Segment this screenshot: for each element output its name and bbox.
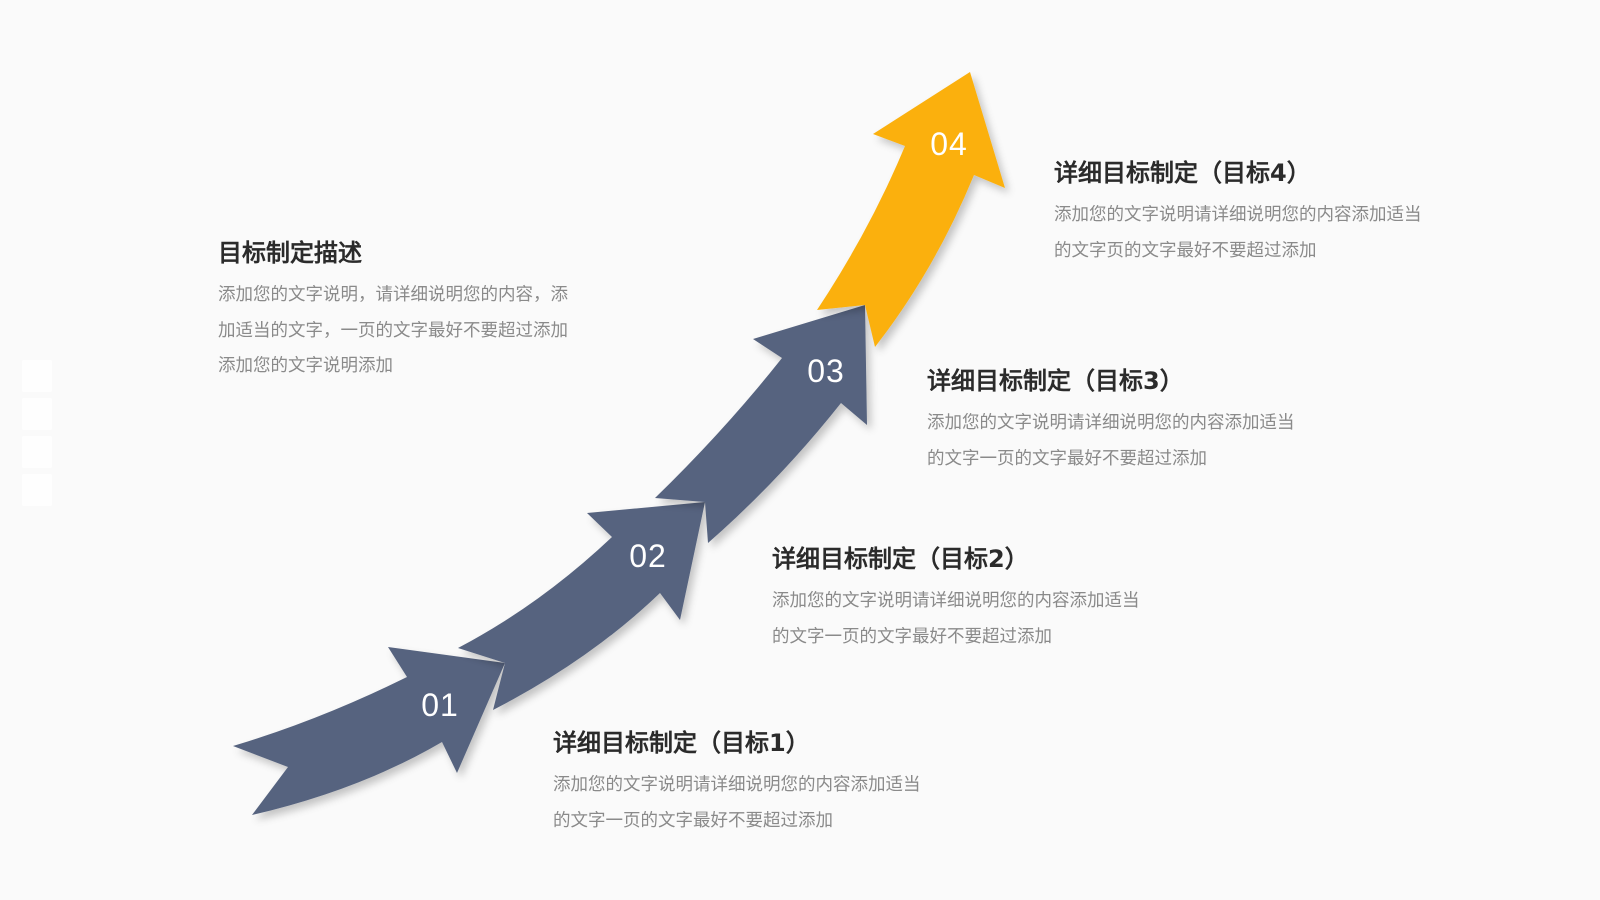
side-label-glyph [22, 398, 52, 430]
intro-line: 添加您的文字说明，请详细说明您的内容，添 [218, 285, 568, 305]
step-4-line: 添加您的文字说明请详细说明您的内容添加适当 [1054, 205, 1422, 225]
step-4-block: 详细目标制定（目标4） 添加您的文字说明请详细说明您的内容添加适当 的文字页的文… [1054, 156, 1422, 269]
step-3-line: 的文字一页的文字最好不要超过添加 [927, 448, 1207, 469]
step-2-block: 详细目标制定（目标2） 添加您的文字说明请详细说明您的内容添加适当 的文字一页的… [772, 542, 1140, 655]
side-label-glyph [22, 474, 52, 506]
step-number-3: 03 [807, 353, 845, 389]
step-3-title: 详细目标制定（目标3） [927, 367, 1184, 395]
step-number-2: 02 [629, 538, 667, 574]
step-2-line: 添加您的文字说明请详细说明您的内容添加适当 [772, 591, 1140, 611]
intro-line: 加适当的文字，一页的文字最好不要超过添加 [218, 320, 568, 341]
step-1-line: 的文字一页的文字最好不要超过添加 [553, 810, 833, 831]
intro-block: 目标制定描述 添加您的文字说明，请详细说明您的内容，添 加适当的文字，一页的文字… [218, 236, 568, 385]
step-1-block: 详细目标制定（目标1） 添加您的文字说明请详细说明您的内容添加适当 的文字一页的… [553, 726, 921, 839]
step-3-block: 详细目标制定（目标3） 添加您的文字说明请详细说明您的内容添加适当 的文字一页的… [927, 364, 1295, 477]
step-4-line: 的文字页的文字最好不要超过添加 [1054, 240, 1317, 261]
arrow-step-4-icon [817, 72, 1005, 347]
intro-title: 目标制定描述 [218, 239, 362, 267]
step-3-line: 添加您的文字说明请详细说明您的内容添加适当 [927, 413, 1295, 433]
step-number-4: 04 [930, 126, 968, 162]
arrow-step-3-icon [655, 305, 867, 543]
step-number-1: 01 [421, 687, 459, 723]
step-1-title: 详细目标制定（目标1） [553, 729, 810, 757]
side-label-glyph [22, 436, 52, 468]
arrow-step-1-icon [233, 647, 505, 815]
step-2-title: 详细目标制定（目标2） [772, 545, 1029, 573]
step-2-line: 的文字一页的文字最好不要超过添加 [772, 626, 1052, 647]
step-1-line: 添加您的文字说明请详细说明您的内容添加适当 [553, 775, 921, 795]
side-vertical-label [22, 360, 54, 506]
arrow-step-2-icon [458, 502, 705, 710]
side-label-glyph [22, 360, 52, 392]
step-4-title: 详细目标制定（目标4） [1054, 159, 1311, 187]
intro-line: 添加您的文字说明添加 [218, 356, 393, 376]
